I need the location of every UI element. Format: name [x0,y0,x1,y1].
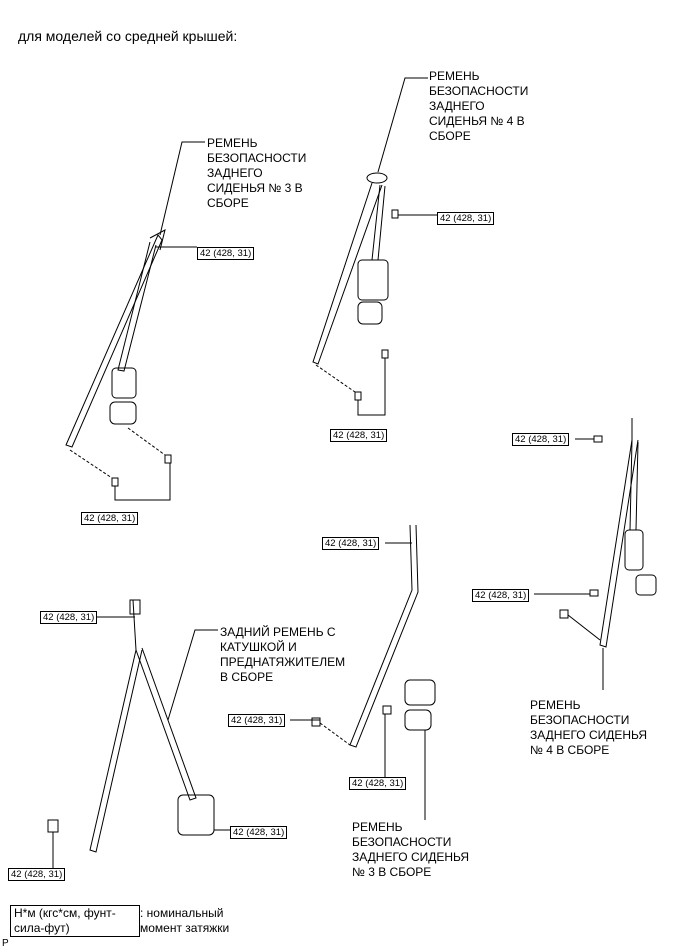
label-belt3-top: РЕМЕНЬ БЕЗОПАСНОСТИ ЗАДНЕГО СИДЕНЬЯ № 3 … [207,136,307,210]
belt3-top-drawing [65,141,205,501]
legend-description: : номинальный момент затяжки [140,906,230,935]
torque-label: 42 (428, 31) [228,714,286,727]
rear-retractor-belt-drawing [45,599,230,868]
torque-label: 42 (428, 31) [330,429,388,442]
legend-unit-box: Н*м (кгс*см, фунт- сила-фут) [10,905,140,937]
label-belt4-top: РЕМЕНЬ БЕЗОПАСНОСТИ ЗАДНЕГО СИДЕНЬЯ № 4 … [429,69,529,143]
belt4-top-drawing [312,77,437,416]
torque-label: 42 (428, 31) [8,868,66,881]
torque-label: 42 (428, 31) [322,537,380,550]
torque-label: 42 (428, 31) [81,512,139,525]
torque-label: 42 (428, 31) [472,589,530,602]
label-belt3-bottom: РЕМЕНЬ БЕЗОПАСНОСТИ ЗАДНЕГО СИДЕНЬЯ № 3 … [352,820,470,879]
torque-label: 42 (428, 31) [230,826,288,839]
torque-label: 42 (428, 31) [197,247,255,260]
heading: для моделей со средней крышей: [18,28,238,44]
belt3-bottom-drawing [290,524,436,820]
torque-label: 42 (428, 31) [349,777,407,790]
torque-label: 42 (428, 31) [40,611,98,624]
label-rear-retractor: ЗАДНИЙ РЕМЕНЬ С КАТУШКОЙ И ПРЕДНАТЯЖИТЕЛ… [220,625,346,684]
corner-mark: P [2,938,9,949]
torque-label: 42 (428, 31) [512,433,570,446]
label-belt4-right: РЕМЕНЬ БЕЗОПАСНОСТИ ЗАДНЕГО СИДЕНЬЯ № 4 … [530,698,648,757]
torque-label: 42 (428, 31) [437,212,495,225]
belt4-right-drawing [534,418,657,690]
